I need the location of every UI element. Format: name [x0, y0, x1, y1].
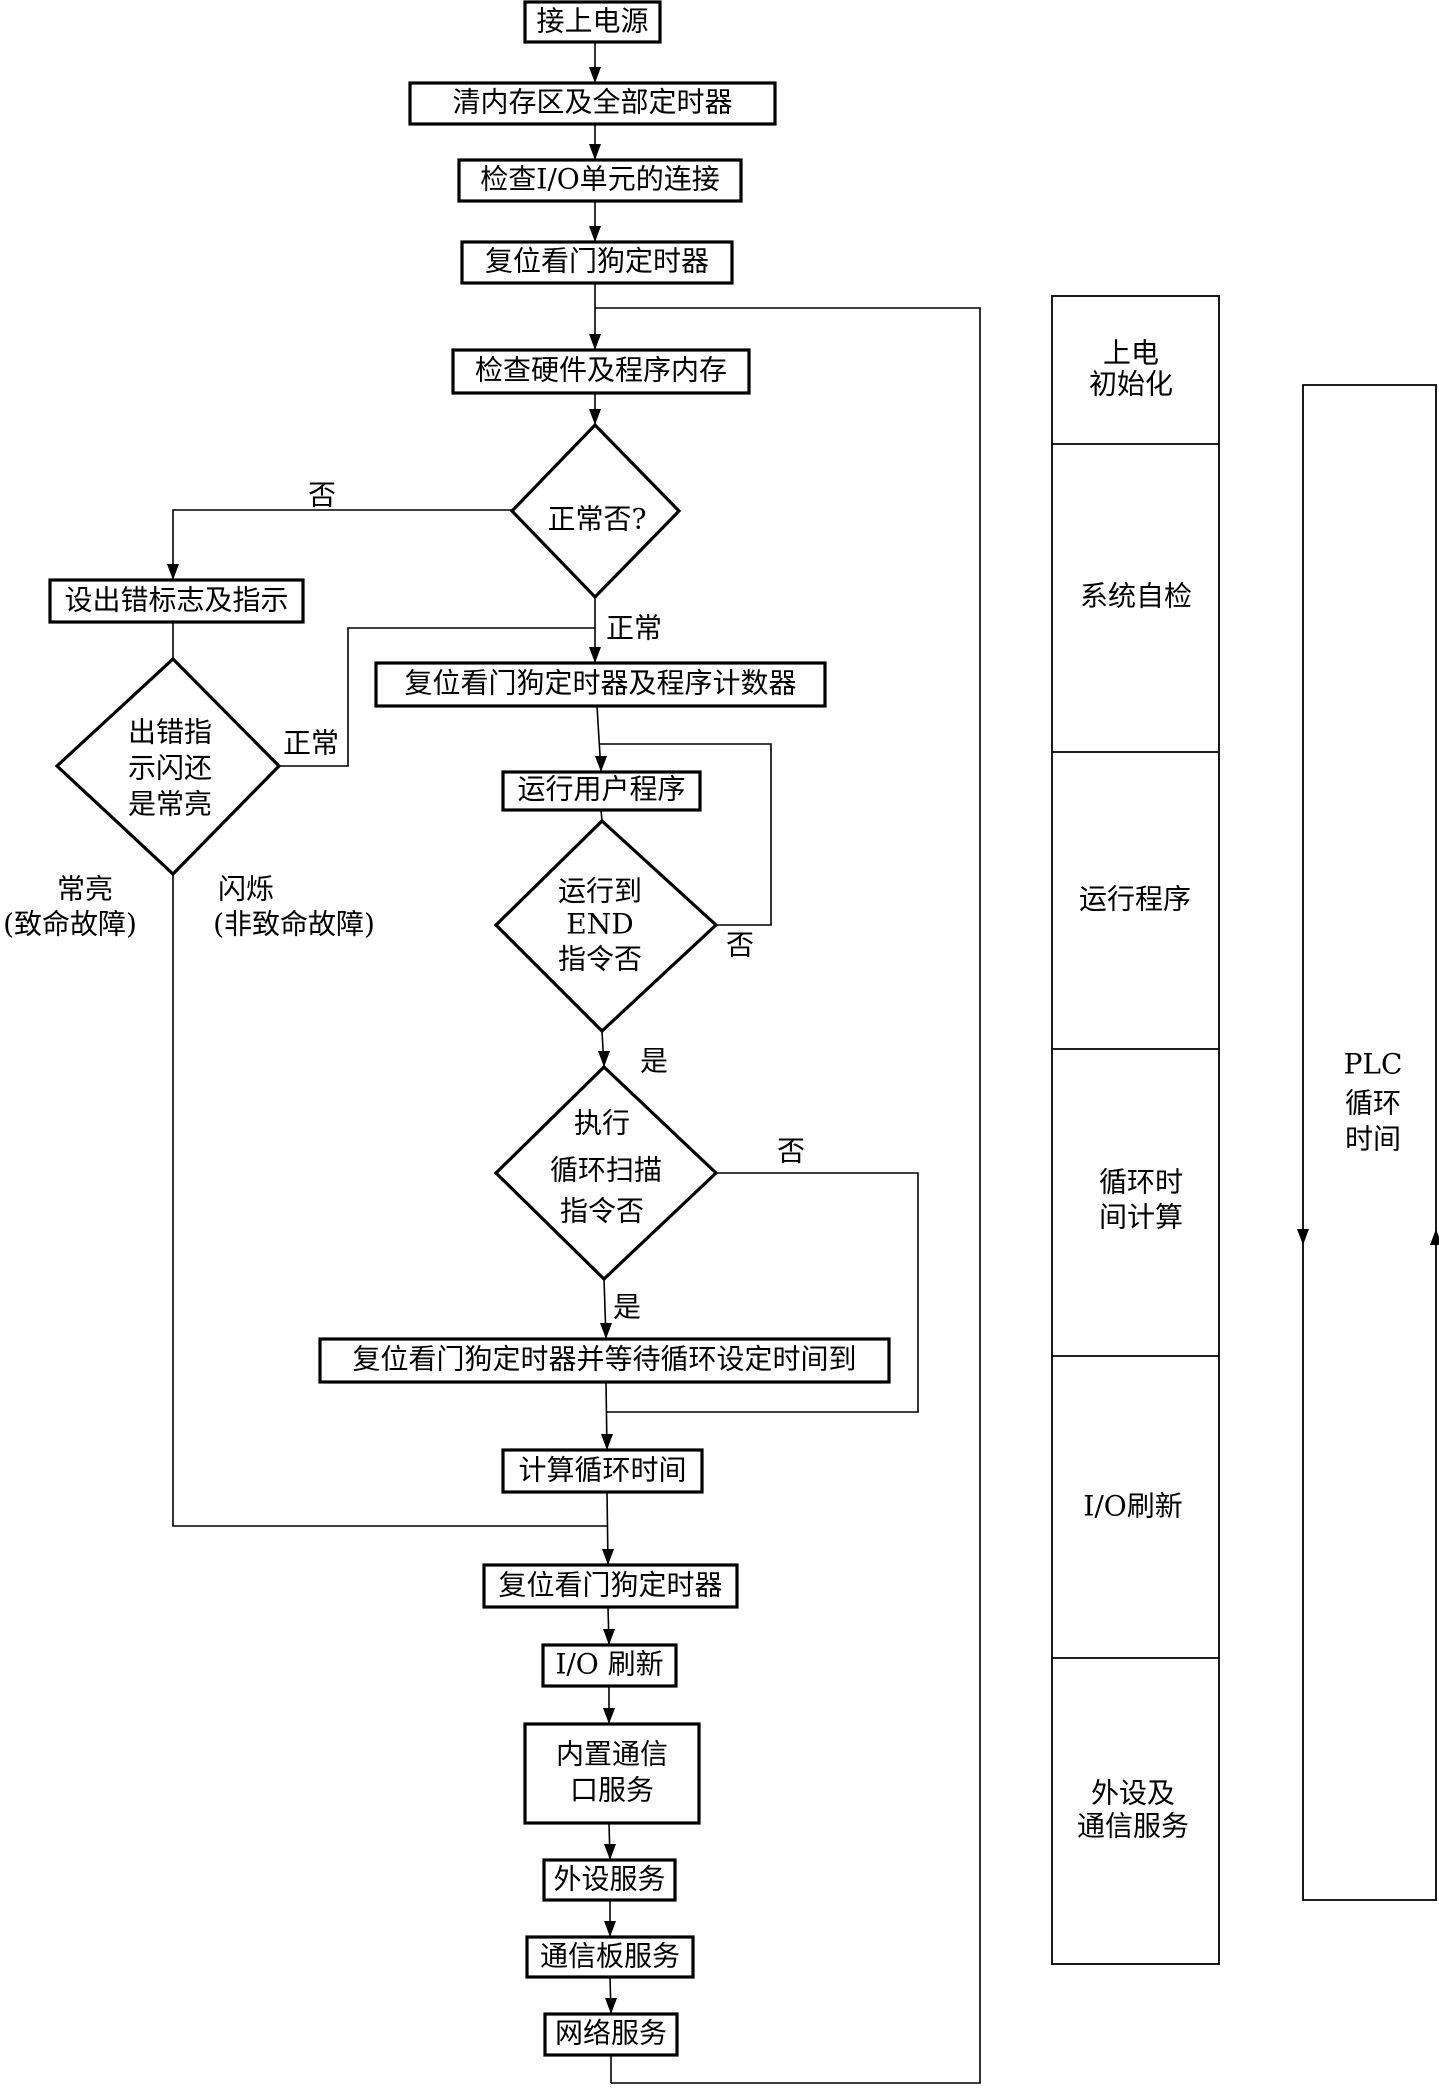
run-to-end-line-1: 运行到 [558, 875, 642, 908]
no-label-3: 否 [777, 1135, 805, 1168]
run-to-end-line-2: END [566, 908, 633, 941]
process-set-error-flag: 设出错标志及指示 [48, 578, 305, 624]
builtin-comm-line-1: 内置通信 [556, 1738, 668, 1771]
nonfatal-label: (非致命故障) [213, 908, 375, 941]
yes-label-1: 是 [640, 1045, 668, 1078]
process-io-refresh: I/O 刷新 [541, 1643, 678, 1688]
stage-self-check: 系统自检 [1080, 580, 1192, 613]
process-reset-watchdog-wait: 复位看门狗定时器并等待循环设定时间到 [318, 1337, 891, 1384]
process-reset-watchdog-2: 复位看门狗定时器 [482, 1563, 739, 1609]
connector-lines [172, 42, 1437, 2084]
process-clear-memory: 清内存区及全部定时器 [408, 81, 777, 126]
process-calc-cycle-time: 计算循环时间 [501, 1448, 704, 1494]
process-reset-watchdog-counter: 复位看门狗定时器及程序计数器 [374, 661, 827, 708]
steady-label: 常亮 [57, 873, 113, 906]
stage-power-init-line-1: 上电 [1103, 337, 1159, 370]
reset-watchdog-2-label: 复位看门狗定时器 [498, 1569, 722, 1602]
decision-error-indicator: 出错指 示闪还 是常亮 [54, 656, 282, 877]
reset-watchdog-counter-label: 复位看门狗定时器及程序计数器 [404, 667, 796, 700]
reset-watchdog-wait-label: 复位看门狗定时器并等待循环设定时间到 [352, 1343, 856, 1376]
peripheral-service-label: 外设服务 [553, 1863, 665, 1896]
calc-cycle-time-label: 计算循环时间 [518, 1454, 686, 1487]
stage-column: 上电 初始化 系统自检 运行程序 循环时 间计算 I/O刷新 外设及 通信服务 [1051, 295, 1220, 1965]
process-check-hardware: 检查硬件及程序内存 [451, 348, 751, 395]
decision-run-to-end: 运行到 END 指令否 [493, 818, 719, 1034]
stage-power-init-line-2: 初始化 [1089, 368, 1173, 401]
stage-peripheral-comm-line-2: 通信服务 [1077, 1810, 1189, 1843]
plc-cycle-line-3: 时间 [1345, 1123, 1401, 1156]
normal-label-1: 正常 [606, 612, 662, 645]
stage-power-init: 上电 初始化 [1089, 337, 1173, 401]
stage-peripheral-comm: 外设及 通信服务 [1077, 1777, 1189, 1843]
process-peripheral-service: 外设服务 [542, 1858, 677, 1902]
set-error-flag-label: 设出错标志及指示 [64, 584, 288, 617]
process-builtin-comm: 内置通信 口服务 [523, 1722, 701, 1825]
clear-memory-label: 清内存区及全部定时器 [452, 86, 732, 119]
stage-cycle-calc-line-1: 循环时 [1099, 1166, 1183, 1199]
no-label-2: 否 [726, 929, 754, 962]
comm-board-service-label: 通信板服务 [540, 1940, 680, 1973]
arrowheads [167, 67, 1439, 2014]
stage-io-refresh-line-1: I/O刷新 [1083, 1490, 1182, 1523]
network-service-label: 网络服务 [555, 2017, 667, 2050]
check-hardware-label: 检查硬件及程序内存 [475, 354, 727, 387]
io-refresh-label: I/O 刷新 [555, 1648, 663, 1681]
no-label-1: 否 [308, 479, 336, 512]
process-network-service: 网络服务 [543, 2012, 679, 2057]
process-run-user-program: 运行用户程序 [501, 770, 702, 812]
process-comm-board-service: 通信板服务 [525, 1935, 695, 1979]
stage-cycle-calc-line-2: 间计算 [1099, 1201, 1183, 1234]
scan-instruction-line-1: 执行 [574, 1107, 630, 1140]
branch-labels: 否 正常 正常 常亮 (致命故障) 闪烁 (非致命故障) 否 是 否 是 [3, 479, 805, 1324]
reset-watchdog-1-label: 复位看门狗定时器 [485, 245, 709, 278]
process-reset-watchdog-1: 复位看门狗定时器 [460, 240, 734, 285]
fatal-label: (致命故障) [3, 908, 137, 941]
flashing-label: 闪烁 [218, 873, 274, 906]
normal-label-2: 正常 [283, 727, 339, 760]
check-io-label: 检查I/O单元的连接 [480, 163, 719, 196]
scan-instruction-line-2: 循环扫描 [550, 1154, 662, 1187]
yes-label-2: 是 [613, 1291, 641, 1324]
process-check-io: 检查I/O单元的连接 [457, 158, 743, 203]
run-user-program-label: 运行用户程序 [517, 773, 685, 806]
stage-io-refresh: I/O刷新 [1083, 1490, 1182, 1523]
stage-self-check-line-1: 系统自检 [1080, 580, 1192, 613]
stage-cycle-calc: 循环时 间计算 [1099, 1166, 1183, 1234]
plc-cycle-label: PLC 循环 时间 [1344, 1048, 1403, 1156]
builtin-comm-line-2: 口服务 [570, 1774, 654, 1807]
error-question-line-1: 出错指 [128, 716, 212, 749]
plc-cycle-line-2: 循环 [1345, 1087, 1401, 1120]
power-on-label: 接上电源 [536, 5, 648, 38]
error-question-line-3: 是常亮 [128, 788, 212, 821]
normal-question-label: 正常否? [547, 503, 646, 536]
stage-peripheral-comm-line-1: 外设及 [1091, 1777, 1175, 1810]
stage-run-program: 运行程序 [1079, 883, 1191, 916]
decision-normal: 正常否? [509, 422, 682, 600]
stage-run-program-line-1: 运行程序 [1079, 883, 1191, 916]
error-question-line-2: 示闪还 [128, 752, 212, 785]
process-power-on: 接上电源 [523, 0, 662, 44]
scan-instruction-line-3: 指令否 [560, 1195, 644, 1228]
plc-cycle-line-1: PLC [1344, 1048, 1403, 1081]
decision-scan-instruction: 执行 循环扫描 指令否 [493, 1064, 719, 1282]
run-to-end-line-3: 指令否 [558, 943, 642, 976]
